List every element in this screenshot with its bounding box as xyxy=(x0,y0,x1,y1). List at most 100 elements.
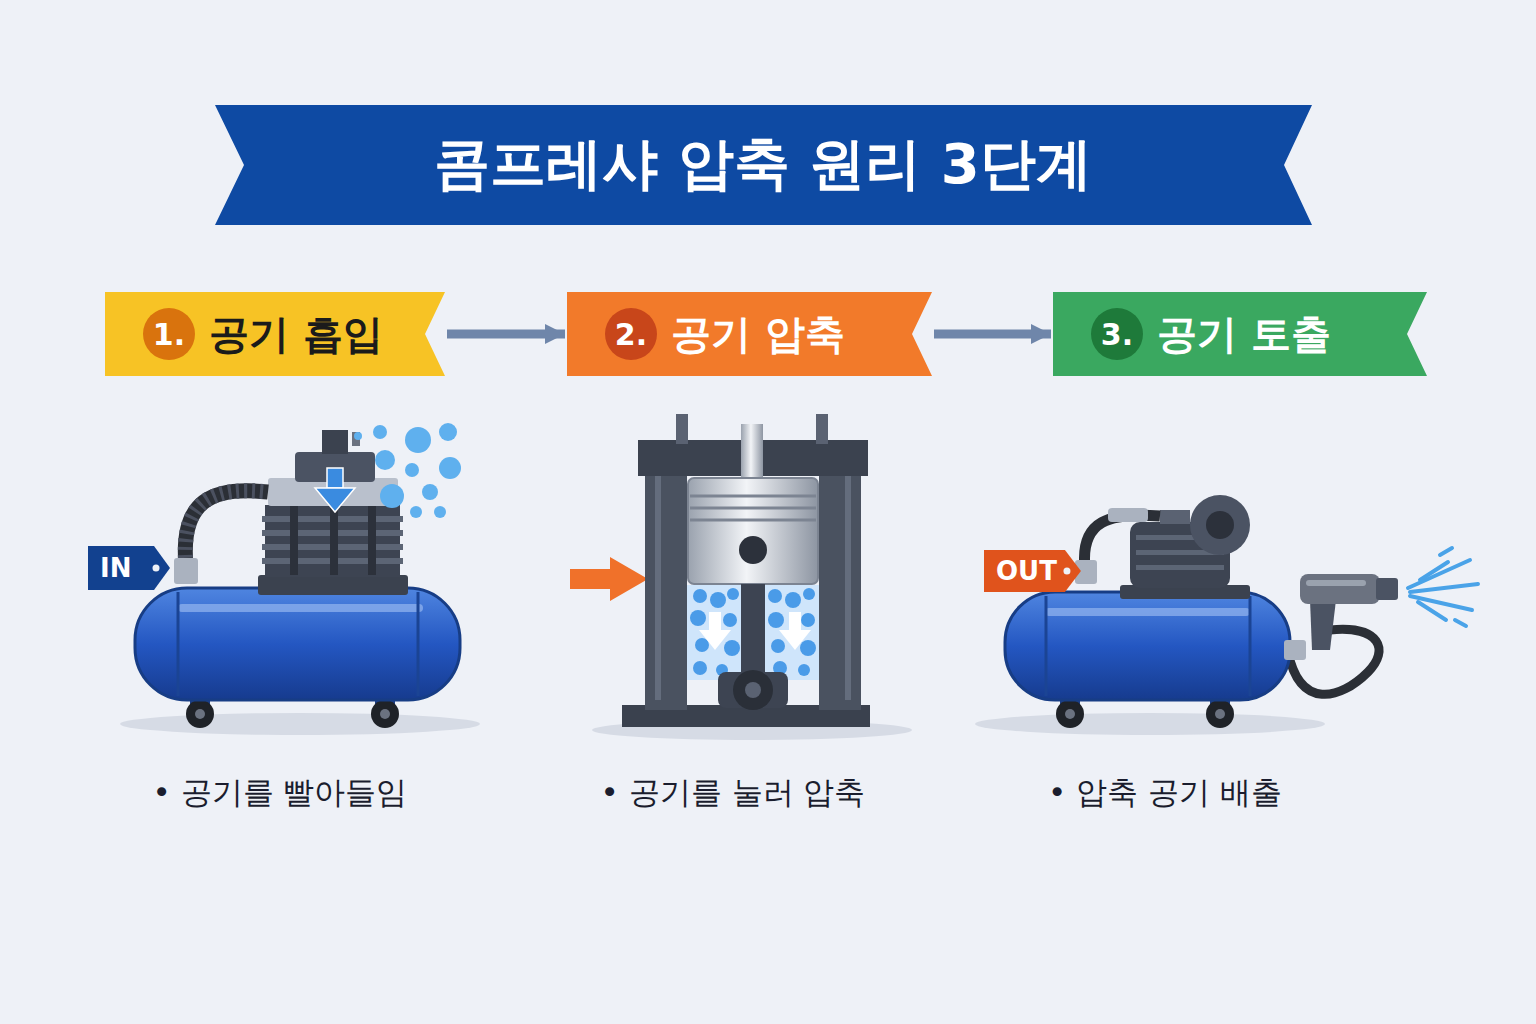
tag-text: IN xyxy=(100,553,131,583)
discharge-compressor-part xyxy=(1408,548,1478,626)
piston-cylinder-part xyxy=(800,640,816,656)
piston-cylinder-part xyxy=(690,588,816,676)
intake-compressor-part xyxy=(290,505,298,575)
node-content: 1. 공기 흡입 xyxy=(105,292,445,376)
intake-compressor-part xyxy=(368,505,376,575)
step-number: 1. xyxy=(143,308,195,360)
tag-fill xyxy=(88,546,170,590)
piston-cylinder-part xyxy=(819,455,861,710)
intake-compressor-part xyxy=(322,430,348,454)
discharge-compressor-part xyxy=(1455,620,1466,626)
discharge-compressor-part xyxy=(1249,596,1252,696)
step-arrow xyxy=(934,330,1051,339)
node-content: OUT xyxy=(984,550,1081,592)
discharge-compressor-part xyxy=(1440,548,1452,555)
discharge-compressor-part xyxy=(1300,574,1380,604)
piston-cylinder-part xyxy=(845,470,851,700)
discharge-compressor-part xyxy=(1108,508,1148,522)
piston-cylinder-part xyxy=(687,585,819,680)
piston-cylinder-part xyxy=(710,592,726,608)
discharge-compressor-part xyxy=(1190,495,1250,555)
piston-cylinder-part xyxy=(688,478,818,584)
port-tag: OUT xyxy=(984,550,1081,592)
discharge-compressor-part xyxy=(1310,600,1336,650)
step-title: 공기 압축 xyxy=(671,307,845,362)
intake-compressor-part xyxy=(258,575,408,595)
piston-cylinder-part xyxy=(723,613,737,627)
node-content: IN xyxy=(88,546,170,590)
discharge-compressor-part xyxy=(1284,640,1306,660)
piston-cylinder-part xyxy=(768,589,782,603)
step-title: 공기 흡입 xyxy=(209,307,383,362)
port-tag: IN xyxy=(88,546,170,590)
title-ribbon-part xyxy=(215,105,1312,225)
discharge-compressor xyxy=(975,495,1478,735)
step-banner: 2. 공기 압축 xyxy=(567,292,932,376)
discharge-compressor-part xyxy=(1288,629,1379,694)
step-title: 공기 토출 xyxy=(1157,307,1331,362)
intake-compressor-part xyxy=(120,713,480,735)
discharge-compressor-part xyxy=(1420,562,1448,580)
intake-compressor-part xyxy=(439,457,461,479)
discharge-compressor-part xyxy=(1215,709,1225,719)
intake-compressor-part xyxy=(178,604,423,612)
piston-cylinder-part xyxy=(768,612,784,628)
intake-compressor-part xyxy=(177,592,180,696)
intake-compressor-part xyxy=(439,423,457,441)
piston-cylinder-part xyxy=(690,519,816,522)
step-banner: 3. 공기 토출 xyxy=(1053,292,1427,376)
intake-compressor-part xyxy=(174,558,198,584)
intake-compressor-part xyxy=(195,709,205,719)
discharge-compressor-part xyxy=(1206,700,1234,728)
piston-cylinder-part xyxy=(779,612,811,650)
discharge-compressor-part xyxy=(1136,565,1224,570)
intake-compressor-part xyxy=(410,506,422,518)
piston-cylinder-part xyxy=(798,664,810,676)
intake-compressor-part xyxy=(371,700,399,728)
discharge-compressor-part xyxy=(1306,580,1366,586)
intake-compressor-part xyxy=(315,488,355,512)
discharge-compressor-part xyxy=(975,713,1325,735)
piston-cylinder-part xyxy=(693,589,707,603)
discharge-compressor-part xyxy=(1418,602,1446,620)
piston-cylinder-part xyxy=(816,414,828,444)
step-number: 3. xyxy=(1091,308,1143,360)
piston-cylinder-part xyxy=(690,495,816,498)
step-number: 2. xyxy=(605,308,657,360)
intake-compressor-part xyxy=(327,468,343,488)
piston-cylinder-part xyxy=(655,470,661,700)
node-content: 3. 공기 토출 xyxy=(1053,292,1427,376)
intake-compressor-part xyxy=(405,427,431,453)
title-text: 콤프레샤 압축 원리 3단계 xyxy=(434,127,1091,203)
step-banner: 1. 공기 흡입 xyxy=(105,292,445,376)
banner-fill xyxy=(1053,292,1427,376)
piston-cylinder-part xyxy=(733,670,773,710)
discharge-compressor-part xyxy=(1005,592,1290,700)
piston-cylinder-part xyxy=(699,612,731,650)
piston-cylinder-part xyxy=(690,507,816,510)
piston-cylinder-part xyxy=(645,455,687,710)
piston-cylinder-part xyxy=(771,639,785,653)
intake-compressor-part xyxy=(417,592,420,696)
piston-cylinder-part xyxy=(570,557,648,601)
tag-text: OUT xyxy=(996,556,1057,586)
intake-compressor-part xyxy=(265,505,400,577)
piston-cylinder-part xyxy=(739,536,767,564)
intake-compressor xyxy=(120,423,480,735)
intake-compressor-part xyxy=(135,588,460,700)
tag-hole xyxy=(153,565,160,572)
intake-compressor-part xyxy=(434,506,446,518)
intake-compressor-part xyxy=(185,491,268,566)
banner-fill xyxy=(105,292,445,376)
discharge-compressor-part xyxy=(1084,515,1160,568)
piston-cylinder-part xyxy=(741,584,765,680)
intake-compressor-part xyxy=(330,505,338,575)
piston-cylinder-part xyxy=(693,661,707,675)
intake-compressor-part xyxy=(186,700,214,728)
discharge-compressor-part xyxy=(1160,510,1190,524)
banner-fill xyxy=(567,292,932,376)
step-arrow xyxy=(447,330,565,339)
discharge-compressor-part xyxy=(1056,700,1084,728)
intake-compressor-part xyxy=(354,432,362,440)
discharge-compressor-part xyxy=(1045,608,1250,616)
